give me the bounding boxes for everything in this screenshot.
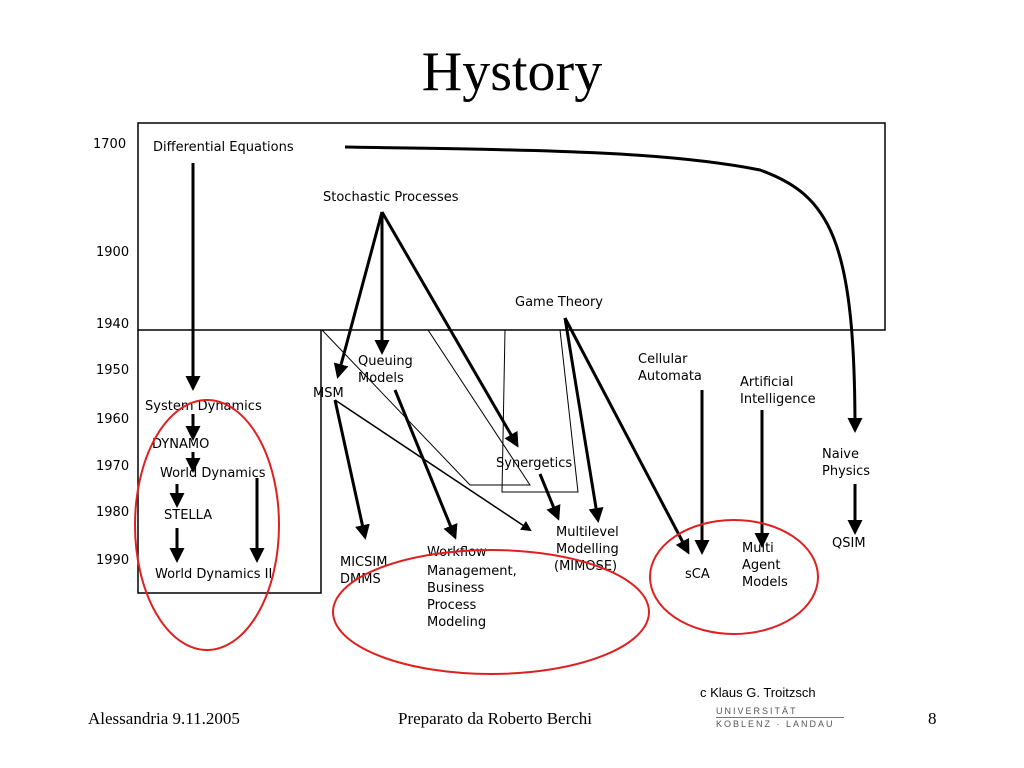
node-dynamo: DYNAMO: [152, 437, 209, 452]
year-label: 1990: [96, 553, 129, 568]
queuing-band: [320, 329, 531, 486]
highlight-ellipse: [134, 399, 280, 651]
node-micsim: MICSIM: [340, 555, 387, 570]
node-differential-equations: Differential Equations: [153, 140, 294, 155]
node-naive-physics: Physics: [822, 464, 870, 479]
node-world-dynamics: World Dynamics: [160, 466, 266, 481]
node-qsim: QSIM: [832, 536, 866, 551]
arrow: [563, 317, 604, 523]
node-workflow: Workflow: [427, 545, 487, 560]
arrow: [333, 211, 384, 379]
arrow: [563, 317, 690, 555]
node-artificial-intelligence: Artificial: [740, 375, 793, 390]
node-stochastic-processes: Stochastic Processes: [323, 190, 459, 205]
node-naive-physics: Naive: [822, 447, 859, 462]
node-queuing-models: Queuing: [358, 354, 413, 369]
node-game-theory: Game Theory: [515, 295, 603, 310]
year-label: 1970: [96, 459, 129, 474]
node-artificial-intelligence: Intelligence: [740, 392, 816, 407]
arrow: [393, 389, 458, 540]
node-world-dynamics-ii: World Dynamics II: [155, 567, 272, 582]
node-cellular-automata: Automata: [638, 369, 702, 384]
game-theory-band: [501, 329, 579, 493]
node-queuing-models: Models: [358, 371, 404, 386]
year-label: 1950: [96, 363, 129, 378]
node-stella: STELLA: [164, 508, 212, 523]
node-multi-agent-models: Multi: [742, 541, 774, 556]
node-system-dynamics: System Dynamics: [145, 399, 262, 414]
node-sca: sCA: [685, 567, 710, 582]
arrow: [333, 399, 370, 540]
left-frame: [137, 330, 322, 594]
node-multi-agent-models: Models: [742, 575, 788, 590]
node-workflow: Modeling: [427, 615, 486, 630]
page-number: 8: [928, 709, 937, 728]
year-label: 1900: [96, 245, 129, 260]
logo-rule: [716, 717, 844, 718]
node-synergetics: Synergetics: [496, 456, 572, 471]
year-label: 1960: [96, 412, 129, 427]
highlight-ellipse: [332, 549, 650, 675]
copyright-note: c Klaus G. Troitzsch: [700, 685, 816, 700]
node-workflow: Process: [427, 598, 477, 613]
node-workflow: Management,: [427, 564, 517, 579]
node-multilevel-modelling: Modelling: [556, 542, 619, 557]
footer-author: Preparato da Roberto Berchi: [398, 709, 593, 728]
university-logo: UNIVERSITÄT KOBLENZ · LANDAU: [716, 706, 844, 729]
footer-date: Alessandria 9.11.2005: [88, 709, 240, 728]
arrow: [380, 211, 519, 448]
arrow: [334, 399, 532, 532]
node-workflow: Business: [427, 581, 485, 596]
node-cellular-automata: Cellular: [638, 352, 688, 367]
logo-line: KOBLENZ · LANDAU: [716, 719, 835, 729]
year-label: 1980: [96, 505, 129, 520]
slide-title: Hystory: [421, 41, 603, 103]
highlight-ellipse: [649, 519, 819, 635]
node-micsim: DMMS: [340, 572, 381, 587]
node-multilevel-modelling: (MIMOSE): [554, 559, 617, 574]
year-label: 1700: [93, 137, 126, 152]
node-multi-agent-models: Agent: [742, 558, 780, 573]
arrow: [538, 473, 561, 521]
node-msm: MSM: [313, 386, 344, 401]
year-label: 1940: [96, 317, 129, 332]
node-multilevel-modelling: Multilevel: [556, 525, 619, 540]
logo-line: UNIVERSITÄT: [716, 706, 798, 716]
arrow: [344, 145, 863, 433]
